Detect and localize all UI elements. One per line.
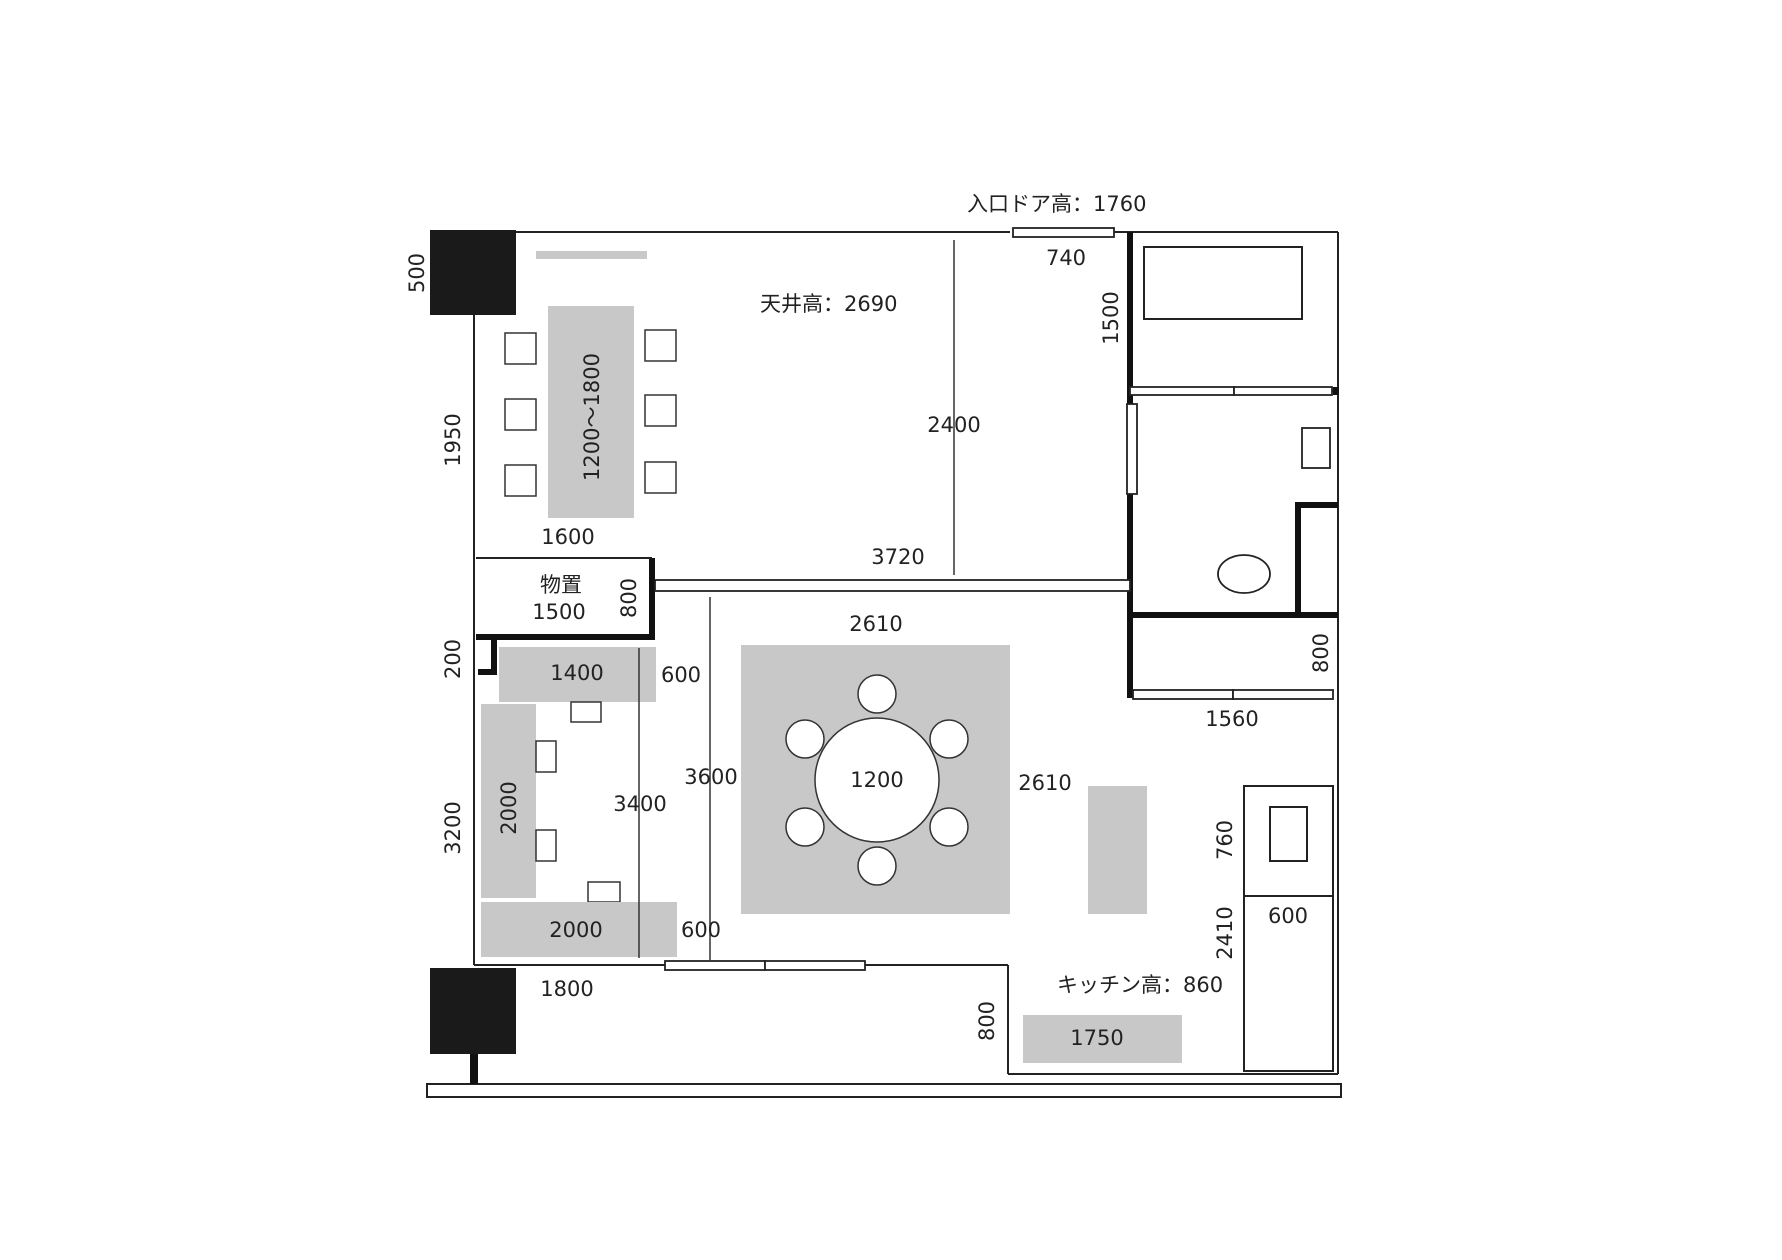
round-chair [857,846,897,886]
partition-sliding-door [654,579,1131,592]
side-cabinet [1088,786,1147,914]
dim-2000-horizontal: 2000 [549,918,602,942]
toilet-niche-wall [1295,502,1338,612]
dim-1500-storage: 1500 [532,600,585,624]
round-chair [929,719,969,759]
dim-500: 500 [405,253,429,293]
wall-shelf [536,251,647,259]
kitchen-height-label: キッチン高：860 [1057,973,1223,997]
chair [535,829,557,862]
dim-600-a: 600 [661,663,701,687]
storage-label: 物置 [540,573,582,597]
meeting-table [548,306,634,518]
chair [535,740,557,773]
dim-1560: 1560 [1205,707,1258,731]
entrance-door-height-label: 入口ドア高：1760 [967,192,1146,216]
dim-3400: 3400 [613,792,666,816]
dim-2000-vertical: 2000 [497,781,521,834]
dim-2410: 2410 [1213,906,1237,959]
dim-1600: 1600 [541,525,594,549]
round-chair [785,719,825,759]
chair [644,394,677,427]
bottom-sliding-door-a [664,960,766,971]
pillar-top-left [430,230,516,315]
bottom-sliding-door-b [764,960,866,971]
chair [504,464,537,497]
pillar-bottom-left [430,968,516,1054]
chair [587,881,621,903]
kitchen-counter [1243,785,1334,1072]
toilet [1217,554,1271,594]
chair [504,332,537,365]
ceiling-height-label: 天井高：2690 [760,292,897,316]
closet-door-a [1132,689,1234,700]
bath-door-stop [1333,387,1339,395]
dim-600-kitchen: 600 [1268,904,1308,928]
chair [570,701,602,723]
bath-sliding-door-a [1129,386,1235,396]
round-chair [929,807,969,847]
washroom-door [1126,403,1138,495]
dim-1800: 1800 [540,977,593,1001]
dim-2400: 2400 [927,413,980,437]
chair [644,329,677,362]
dim-3600: 3600 [684,765,737,789]
kitchen-island [1023,1015,1182,1063]
corner-partition [478,640,497,675]
dim-200: 200 [441,639,465,679]
dim-3720: 3720 [871,545,924,569]
desk-2000-horizontal [481,902,677,957]
dim-1500-bath: 1500 [1099,291,1123,344]
dim-760: 760 [1213,820,1237,860]
desk-1400 [499,647,656,702]
kitchen-sink [1269,806,1308,862]
entrance-door [1012,227,1115,238]
dim-600-b: 600 [681,918,721,942]
dim-740: 740 [1046,246,1086,270]
dim-1200-1800: 1200～1800 [580,353,604,481]
dim-1400: 1400 [550,661,603,685]
bath-sliding-door-b [1233,386,1333,396]
closet-door-b [1232,689,1334,700]
dim-1950: 1950 [441,413,465,466]
dim-1200-table: 1200 [850,768,903,792]
desk-2000-vertical [481,704,536,898]
dim-1750: 1750 [1070,1026,1123,1050]
dim-3200: 3200 [441,801,465,854]
dim-800-right: 800 [1309,633,1333,673]
dim-2610-right: 2610 [1018,771,1071,795]
chair [504,398,537,431]
round-chair [785,807,825,847]
dim-800-kitchen: 800 [975,1001,999,1041]
dim-800-storage: 800 [617,578,641,618]
dim-2610-top: 2610 [849,612,902,636]
round-table [814,717,940,843]
bathtub [1143,246,1303,320]
round-chair [857,674,897,714]
chair [644,461,677,494]
sink [1301,427,1331,469]
balcony-rail [426,1083,1342,1098]
